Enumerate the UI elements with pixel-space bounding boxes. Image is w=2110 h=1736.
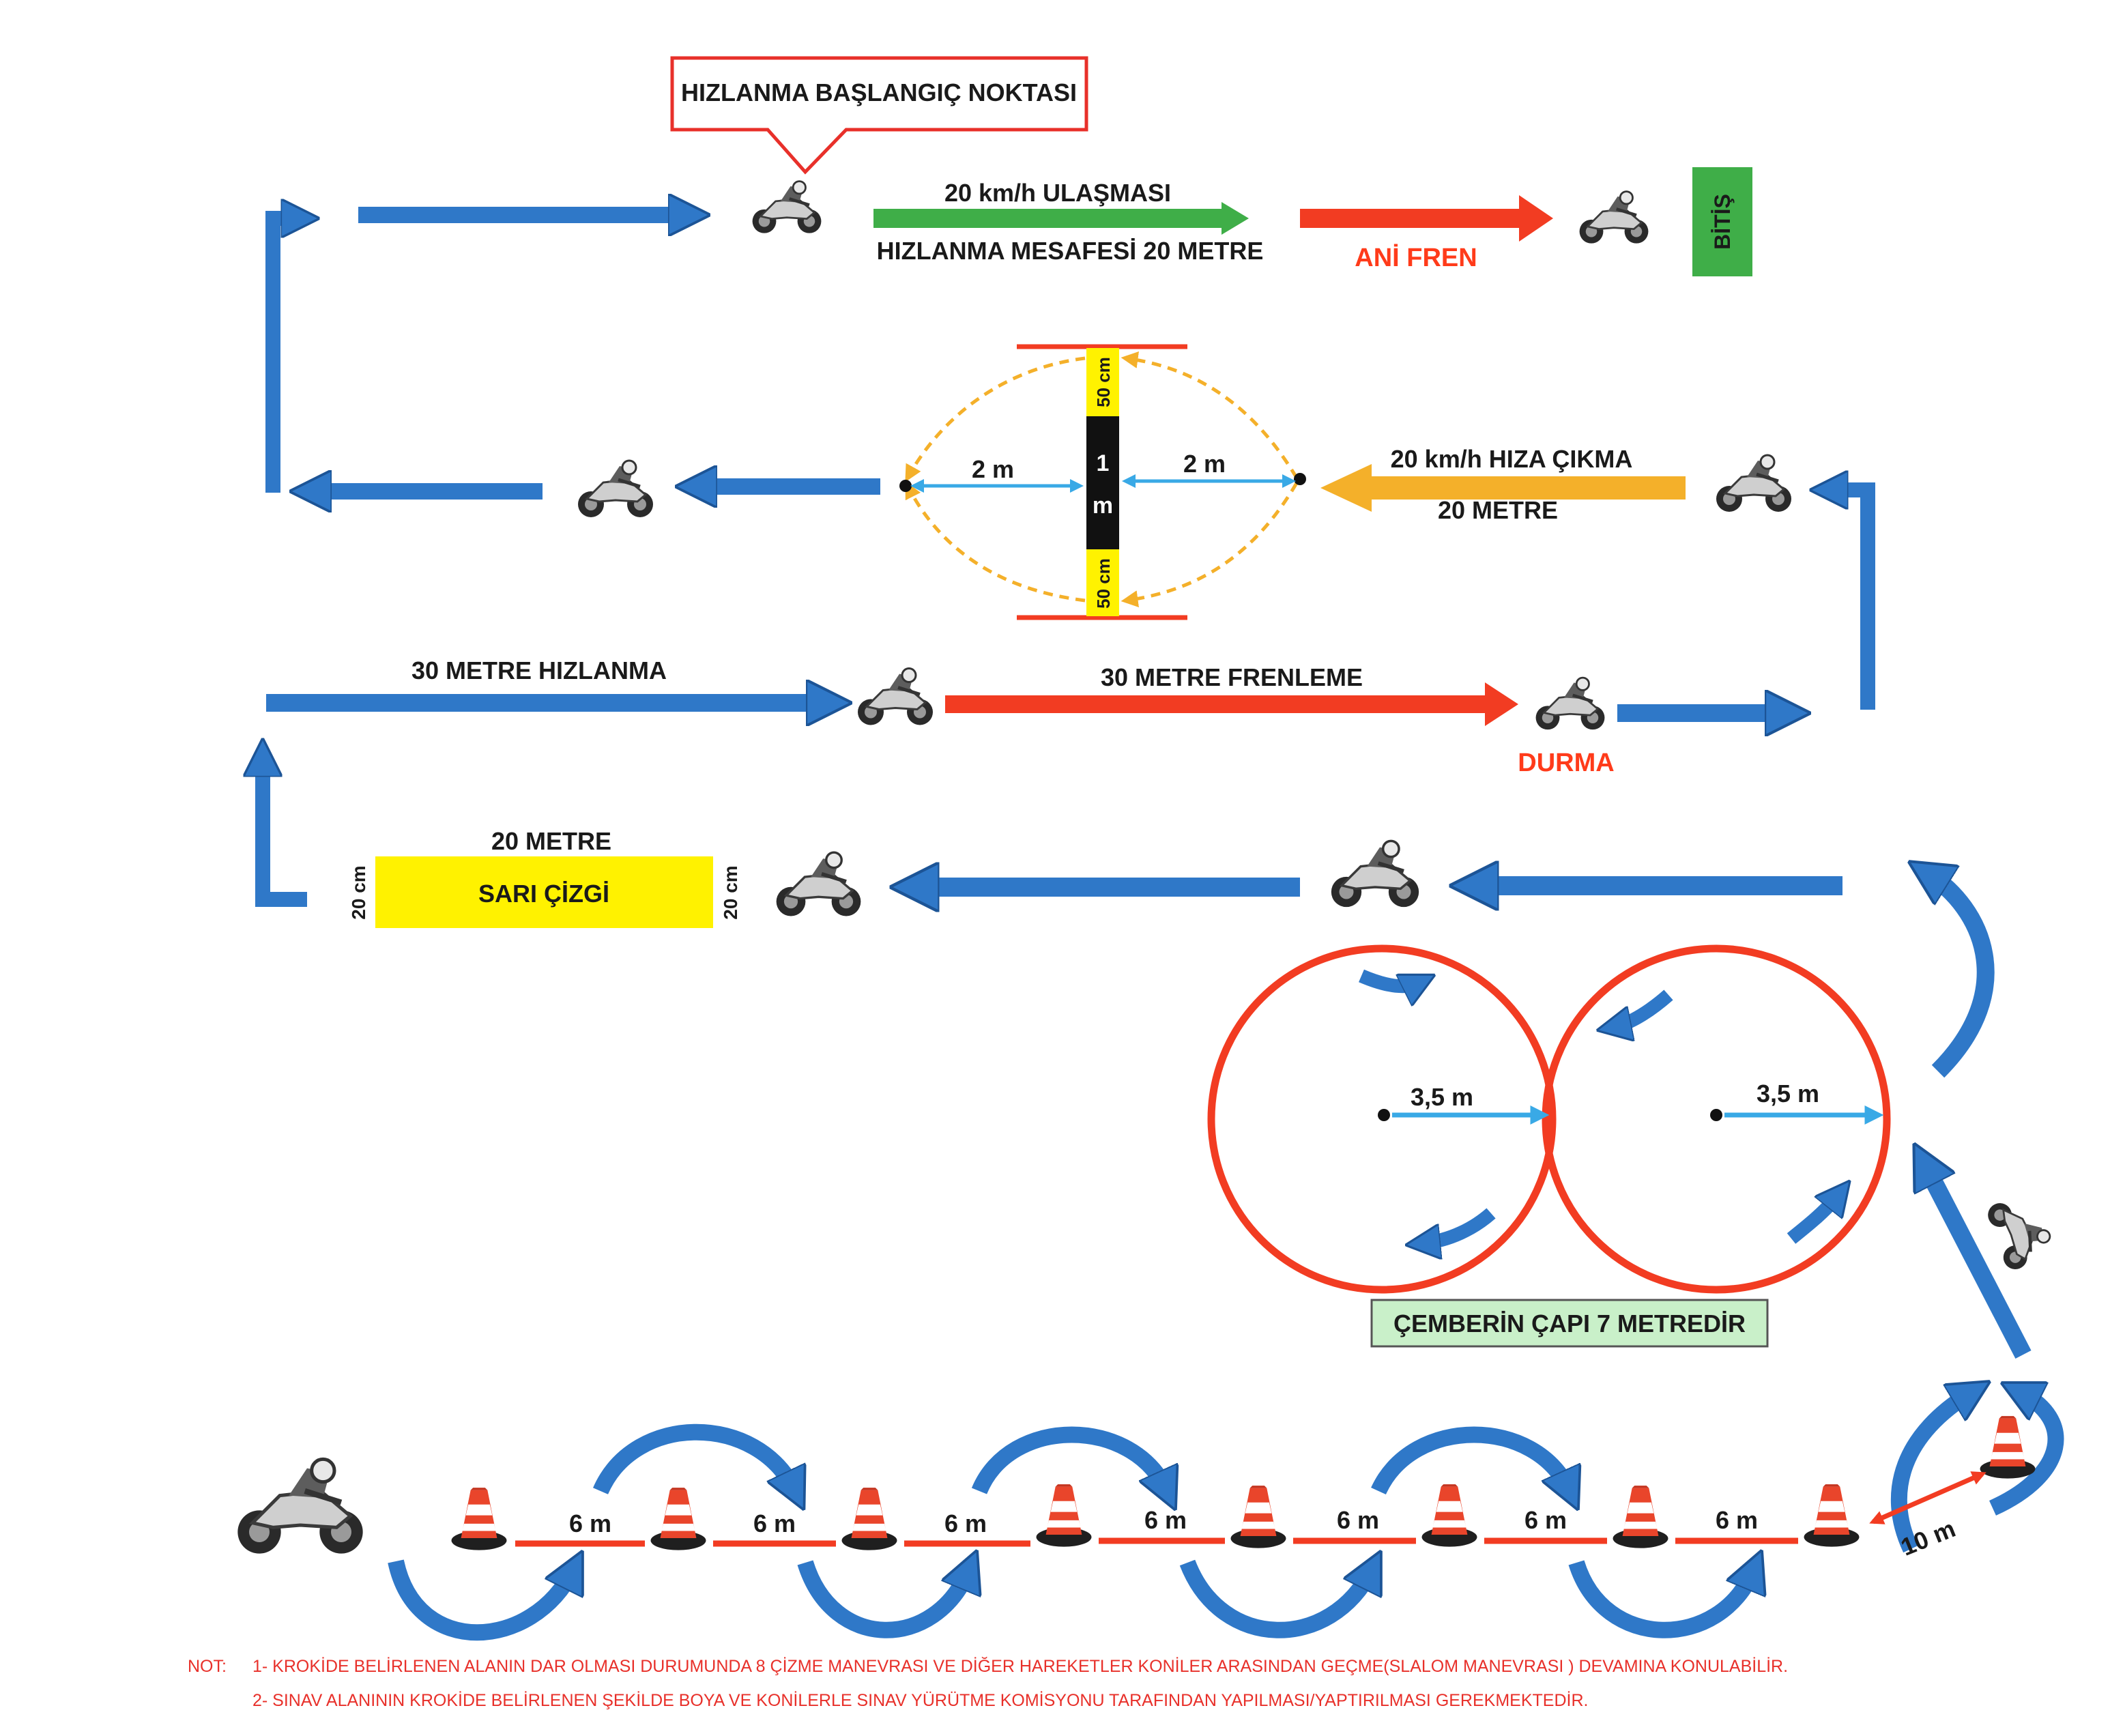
circle-diameter-box: ÇEMBERİN ÇAPI 7 METREDİR bbox=[1370, 1299, 1769, 1348]
green-arrow-head bbox=[1222, 202, 1249, 235]
radius-left-label: 3,5 m bbox=[1411, 1083, 1473, 1111]
route-arrow-left-vertical-bottom bbox=[263, 757, 307, 907]
cone-gap-label-6: 6 m bbox=[1524, 1506, 1567, 1534]
motorcycle-icon bbox=[237, 1459, 362, 1553]
obstacle-gate: 50 cm 50 cm 1 m bbox=[1017, 344, 1187, 620]
motorcycle-icon bbox=[777, 852, 861, 916]
note-line-2: 2- SINAV ALANININ KROKİDE BELİRLENEN ŞEK… bbox=[252, 1690, 1588, 1710]
motorcycle-icon bbox=[1331, 841, 1419, 907]
figure8-direction-arrows bbox=[1359, 969, 1839, 1243]
circle-right-center bbox=[1710, 1109, 1722, 1121]
avoidance-paths bbox=[905, 351, 1299, 608]
sudden-brake-label: ANİ FREN bbox=[1355, 244, 1477, 272]
motorcycle-icon bbox=[1536, 678, 1605, 729]
red-brake-arrow-head bbox=[1485, 682, 1518, 726]
circle-left-center bbox=[1378, 1109, 1390, 1121]
cone-gap-label-4: 6 m bbox=[1144, 1506, 1187, 1534]
curve-arrow-right-bottom bbox=[1890, 1392, 1972, 1553]
note-line-1: 1- KROKİDE BELİRLENEN ALANIN DAR OLMASI … bbox=[252, 1656, 1788, 1676]
motorcycle-icon bbox=[858, 669, 933, 725]
callout-text: HIZLANMA BAŞLANGIÇ NOKTASI bbox=[681, 78, 1077, 106]
curve-arrow-right-top bbox=[1928, 873, 1995, 1078]
yellow-line-box bbox=[375, 856, 713, 928]
fifty-cm-bottom-label: 50 cm bbox=[1093, 558, 1114, 609]
accel-30-label: 30 METRE HIZLANMA bbox=[411, 656, 667, 684]
traffic-cone-icon bbox=[1421, 1484, 1477, 1547]
motorcycle-icon bbox=[1580, 192, 1649, 244]
motorcycle-icon bbox=[1984, 1190, 2057, 1273]
cone-gap-label-2: 6 m bbox=[753, 1509, 796, 1537]
ten-m-measure bbox=[1869, 1471, 1986, 1524]
speed-out-label: 20 km/h HIZA ÇIKMA bbox=[1391, 445, 1633, 473]
two-m-right-label: 2 m bbox=[1183, 450, 1226, 478]
route-arrow-left-vertical-top bbox=[265, 218, 300, 493]
orange-arrow-head bbox=[1320, 464, 1372, 512]
stop-label: DURMA bbox=[1518, 749, 1614, 777]
circle-left bbox=[1207, 944, 1557, 1294]
traffic-cone-icon bbox=[1230, 1486, 1286, 1548]
cone-gap-label-3: 6 m bbox=[944, 1509, 987, 1537]
fifty-cm-top-label: 50 cm bbox=[1093, 357, 1114, 407]
one-m-label-bottom: m bbox=[1093, 493, 1113, 519]
traffic-cone-icon bbox=[1980, 1416, 2036, 1479]
brake-30-label: 30 METRE FRENLEME bbox=[1101, 663, 1363, 691]
cone-gap-label-7: 6 m bbox=[1716, 1506, 1758, 1534]
motorcycle-icon bbox=[1716, 455, 1791, 512]
note-prefix: NOT: bbox=[188, 1657, 227, 1676]
yellow-line-label: SARI ÇİZGİ bbox=[478, 880, 609, 908]
traffic-cone-icon bbox=[841, 1488, 897, 1550]
traffic-cone-icon bbox=[451, 1488, 507, 1550]
route-arrow-right-vertical bbox=[1829, 490, 1875, 710]
speed-out-dist-label: 20 METRE bbox=[1438, 496, 1558, 524]
point-right bbox=[1294, 473, 1306, 485]
traffic-cone-icon bbox=[1804, 1484, 1860, 1547]
accel-distance-label: HIZLANMA MESAFESİ 20 METRE bbox=[877, 237, 1264, 265]
point-left bbox=[899, 480, 912, 492]
traffic-cone-icon bbox=[650, 1488, 706, 1550]
one-m-label-top: 1 bbox=[1097, 450, 1110, 476]
motorcycle-icon bbox=[753, 182, 822, 233]
cone-gap-lines bbox=[515, 1537, 1798, 1547]
twenty-m-label: 20 METRE bbox=[491, 827, 611, 855]
two-m-left-label: 2 m bbox=[972, 455, 1014, 483]
motorcycle-icon bbox=[578, 461, 653, 517]
cone-gap-label-5: 6 m bbox=[1337, 1506, 1379, 1534]
cone-gap-label-1: 6 m bbox=[569, 1509, 611, 1537]
radius-right-label: 3,5 m bbox=[1757, 1080, 1819, 1108]
twenty-cm-right-label: 20 cm bbox=[720, 865, 741, 919]
curve-arrow-right-mid bbox=[1924, 1163, 2032, 1359]
circle-diameter-label: ÇEMBERİN ÇAPI 7 METREDİR bbox=[1393, 1310, 1746, 1337]
twenty-cm-left-label: 20 cm bbox=[348, 865, 369, 919]
slalom-weave-arrows bbox=[388, 1423, 1754, 1641]
traffic-cone-icon bbox=[1036, 1484, 1092, 1547]
accel-start-callout: HIZLANMA BAŞLANGIÇ NOKTASI bbox=[670, 56, 1088, 175]
finish-label: BİTİŞ bbox=[1710, 194, 1735, 250]
finish-box: BİTİŞ bbox=[1692, 167, 1752, 276]
red-arrow-head bbox=[1519, 195, 1553, 242]
traffic-cone-icon bbox=[1613, 1486, 1668, 1548]
speed-reach-label: 20 km/h ULAŞMASI bbox=[944, 179, 1171, 207]
curve-arrow-right-end bbox=[1989, 1392, 2064, 1516]
